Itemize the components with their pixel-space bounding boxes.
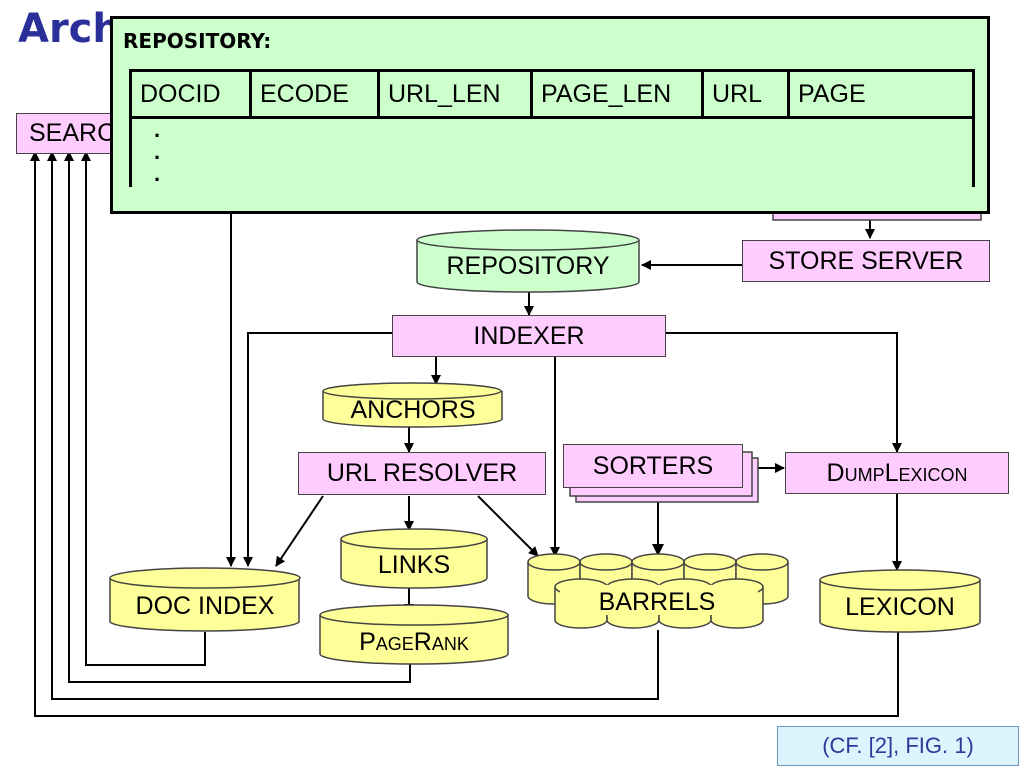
doc-index-cylinder: DOC INDEX (109, 567, 301, 632)
dumplexicon-label: DumpLexicon (826, 458, 968, 487)
pagerank-cylinder: PageRank (319, 604, 509, 665)
column-ecode: ECODE (252, 72, 380, 116)
slide-title-left: Arch (18, 6, 121, 52)
lexicon-label: LEXICON (845, 593, 955, 621)
repository-callout: REPOSITORY: DOCID ECODE URL_LEN PAGE_LEN… (110, 16, 990, 214)
edge-urlresolver-to-barrels (477, 495, 539, 557)
links-cylinder: LINKS (340, 528, 488, 589)
edge-docindex-to-searcher (81, 151, 206, 666)
searcher-box: SEARC (16, 113, 116, 154)
column-url: URL (704, 72, 790, 116)
column-url-len: URL_LEN (380, 72, 533, 116)
continuation-dot: . (154, 117, 161, 142)
repository-table: DOCID ECODE URL_LEN PAGE_LEN URL PAGE . … (129, 69, 975, 189)
continuation-dot: . (154, 161, 161, 186)
arrowhead-barrels (652, 544, 664, 556)
repository-table-header: DOCID ECODE URL_LEN PAGE_LEN URL PAGE (129, 69, 975, 119)
column-docid: DOCID (132, 72, 252, 116)
lexicon-cylinder: LEXICON (819, 569, 981, 633)
searcher-label: SEARC (29, 119, 116, 147)
barrels-cluster: BARRELS (527, 553, 789, 629)
pagerank-label: PageRank (359, 628, 469, 656)
dumplexicon-box: DumpLexicon (785, 452, 1009, 494)
repository-table-body: . . . (129, 117, 975, 187)
edge-lexicon-to-searcher (30, 151, 899, 717)
repository-cylinder: REPOSITORY (416, 229, 640, 293)
sorters-label: SORTERS (592, 451, 714, 480)
sorters-box: SORTERS (563, 444, 743, 488)
doc-index-label: DOC INDEX (136, 592, 275, 620)
barrels-label: BARRELS (599, 588, 716, 616)
store-server-box: STORE SERVER (742, 240, 990, 282)
edge-barrels-to-searcher (47, 151, 659, 700)
links-label: LINKS (378, 551, 450, 579)
url-resolver-box: URL RESOLVER (298, 452, 546, 495)
anchors-cylinder: ANCHORS (322, 382, 503, 428)
edge-indexer-to-dumplexicon (665, 332, 902, 453)
continuation-dot: . (154, 139, 161, 164)
indexer-box: INDEXER (392, 315, 666, 357)
citation-footer: (CF. [2], FIG. 1) (777, 726, 1019, 766)
callout-title: REPOSITORY: (123, 29, 272, 53)
edge-pagerank-to-searcher (64, 151, 411, 683)
anchors-label: ANCHORS (350, 396, 475, 424)
main-edges (226, 214, 902, 614)
edge-urlresolver-to-docindex (275, 495, 324, 567)
column-page-len: PAGE_LEN (533, 72, 704, 116)
repository-label: REPOSITORY (446, 252, 609, 280)
citation-text: (CF. [2], FIG. 1) (822, 733, 974, 758)
column-page: PAGE (798, 79, 866, 108)
store-server-label: STORE SERVER (768, 246, 964, 275)
edge-indexer-to-docindex (243, 332, 392, 567)
feedback-lines (30, 151, 899, 717)
indexer-label: INDEXER (473, 321, 585, 350)
url-resolver-label: URL RESOLVER (326, 459, 518, 487)
